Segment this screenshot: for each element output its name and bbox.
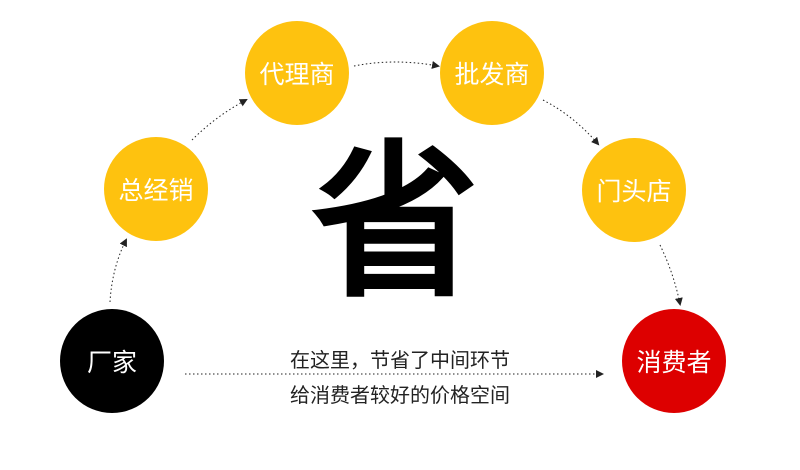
- caption-line-2: 给消费者较好的价格空间: [290, 383, 510, 407]
- node-wholesaler: 批发商: [440, 21, 544, 125]
- node-store: 门头店: [582, 138, 686, 242]
- node-agent: 代理商: [245, 21, 349, 125]
- arrow-agent-to-wholesaler: [353, 60, 440, 69]
- arrow-distributor-to-agent: [191, 99, 248, 141]
- arrow-factory-to-distributor: [109, 238, 127, 303]
- node-factory-label: 厂家: [86, 348, 137, 377]
- node-consumer: 消费者: [622, 309, 726, 413]
- node-store-label: 门头店: [596, 177, 672, 206]
- center-character: 省: [311, 125, 479, 321]
- node-factory: 厂家: [60, 309, 164, 413]
- node-agent-label: 代理商: [259, 60, 335, 89]
- node-distributor-label: 总经销: [118, 176, 194, 205]
- node-wholesaler-label: 批发商: [454, 60, 530, 89]
- caption-line-1: 在这里，节省了中间环节: [290, 348, 510, 372]
- node-distributor: 总经销: [104, 137, 208, 241]
- arrow-wholesaler-to-store: [542, 99, 600, 146]
- arrow-store-to-consumer: [659, 244, 683, 306]
- node-consumer-label: 消费者: [636, 348, 712, 377]
